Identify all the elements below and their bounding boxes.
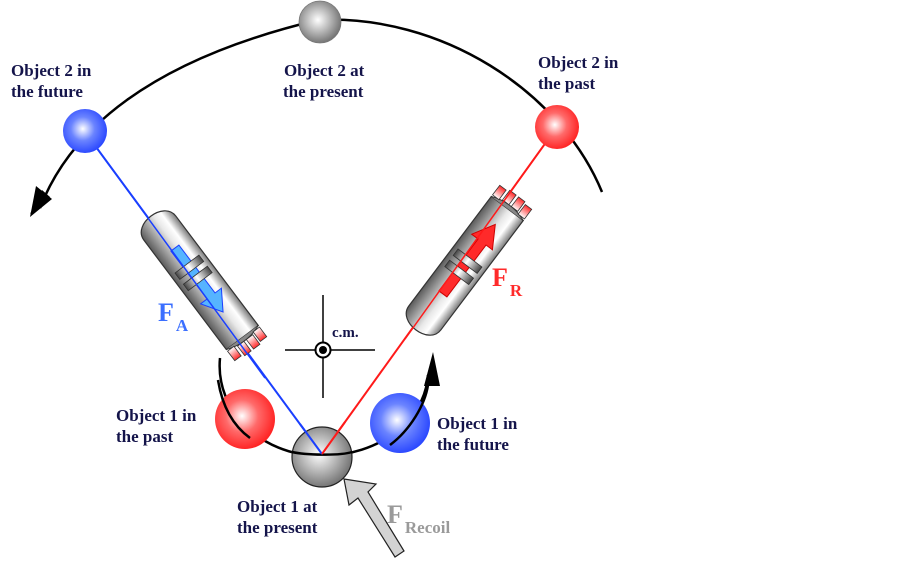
label-object1-future: Object 1 in the future bbox=[437, 413, 517, 455]
force-symbol: F bbox=[158, 298, 174, 327]
force-symbol: F bbox=[387, 500, 403, 529]
label-line: Object 2 in bbox=[538, 53, 619, 72]
rocket-left-icon bbox=[140, 210, 268, 362]
label-line: the present bbox=[237, 518, 318, 537]
label-line: the past bbox=[116, 427, 174, 446]
orbit-arrowhead-right bbox=[424, 352, 440, 386]
object2-past-sphere bbox=[535, 105, 579, 149]
label-line: Object 1 in bbox=[437, 414, 518, 433]
label-line: the future bbox=[437, 435, 509, 454]
label-center-of-mass: c.m. bbox=[332, 325, 359, 341]
attraction-line-overlay bbox=[84, 131, 266, 379]
rocket-right-icon bbox=[405, 184, 533, 336]
force-subscript: A bbox=[175, 316, 189, 335]
orbit-path-object1-front bbox=[291, 450, 353, 456]
label-object1-past: Object 1 in the past bbox=[116, 405, 196, 447]
repulsion-line-overlay bbox=[404, 126, 558, 340]
label-object2-future: Object 2 in the future bbox=[11, 60, 91, 102]
object1-past-sphere bbox=[215, 389, 275, 449]
label-object2-present: Object 2 at the present bbox=[283, 60, 364, 102]
orbit-path-object1-right-front bbox=[389, 384, 430, 446]
repulsion-line-front bbox=[321, 421, 346, 455]
object1-present-sphere bbox=[291, 426, 353, 488]
orbit-path-object2 bbox=[38, 18, 604, 209]
label-line: Object 2 at bbox=[284, 61, 365, 80]
object1-future-sphere bbox=[370, 393, 430, 453]
label-line: the present bbox=[283, 82, 364, 101]
force-subscript: R bbox=[509, 281, 523, 300]
label-line: Object 1 at bbox=[237, 497, 318, 516]
label-object1-present: Object 1 at the present bbox=[237, 496, 317, 538]
orbit-arrowhead-left-tip bbox=[30, 186, 52, 217]
force-symbol: F bbox=[492, 263, 508, 292]
label-line: Object 2 in bbox=[11, 61, 92, 80]
orbit-path-object1-left-front bbox=[216, 379, 251, 440]
recoil-force-arrow bbox=[343, 478, 405, 558]
label-object2-past: Object 2 in the past bbox=[538, 52, 618, 94]
force-subscript: Recoil bbox=[404, 518, 451, 537]
label-line: Object 1 in bbox=[116, 406, 197, 425]
attraction-line-front bbox=[299, 423, 323, 455]
label-line: the future bbox=[11, 82, 83, 101]
object2-future-sphere bbox=[63, 109, 107, 153]
label-line: the past bbox=[538, 74, 596, 93]
center-of-mass-icon bbox=[285, 295, 375, 398]
object2-present-sphere bbox=[298, 0, 342, 44]
